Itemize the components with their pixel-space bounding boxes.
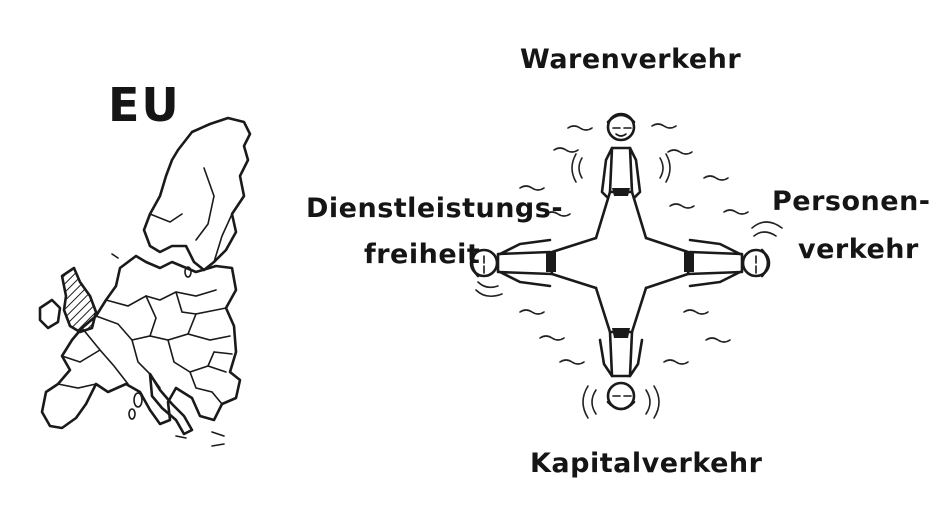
label-persons: Personen- verkehr: [772, 178, 931, 274]
map-title: EU: [108, 78, 181, 132]
swimmer-top: [571, 112, 671, 240]
swimmer-bottom: [582, 286, 660, 419]
label-services: Dienstleistungs- freiheit: [306, 186, 563, 278]
label-persons-line1: Personen-: [772, 186, 931, 217]
label-goods: Warenverkehr: [520, 44, 742, 75]
scandinavia-outline: [142, 116, 252, 272]
swimmer-left: [469, 236, 598, 298]
swimmer-right: [644, 221, 783, 290]
mainland-europe-outline: [40, 254, 242, 430]
label-services-line1: Dienstleistungs-: [306, 193, 564, 224]
label-persons-line2: verkehr: [798, 234, 919, 265]
uk-outline: [60, 266, 98, 334]
ireland-outline: [38, 298, 62, 330]
label-capital: Kapitalverkehr: [530, 448, 763, 479]
label-services-line2: freiheit: [364, 239, 481, 270]
water-waves: [519, 123, 749, 365]
